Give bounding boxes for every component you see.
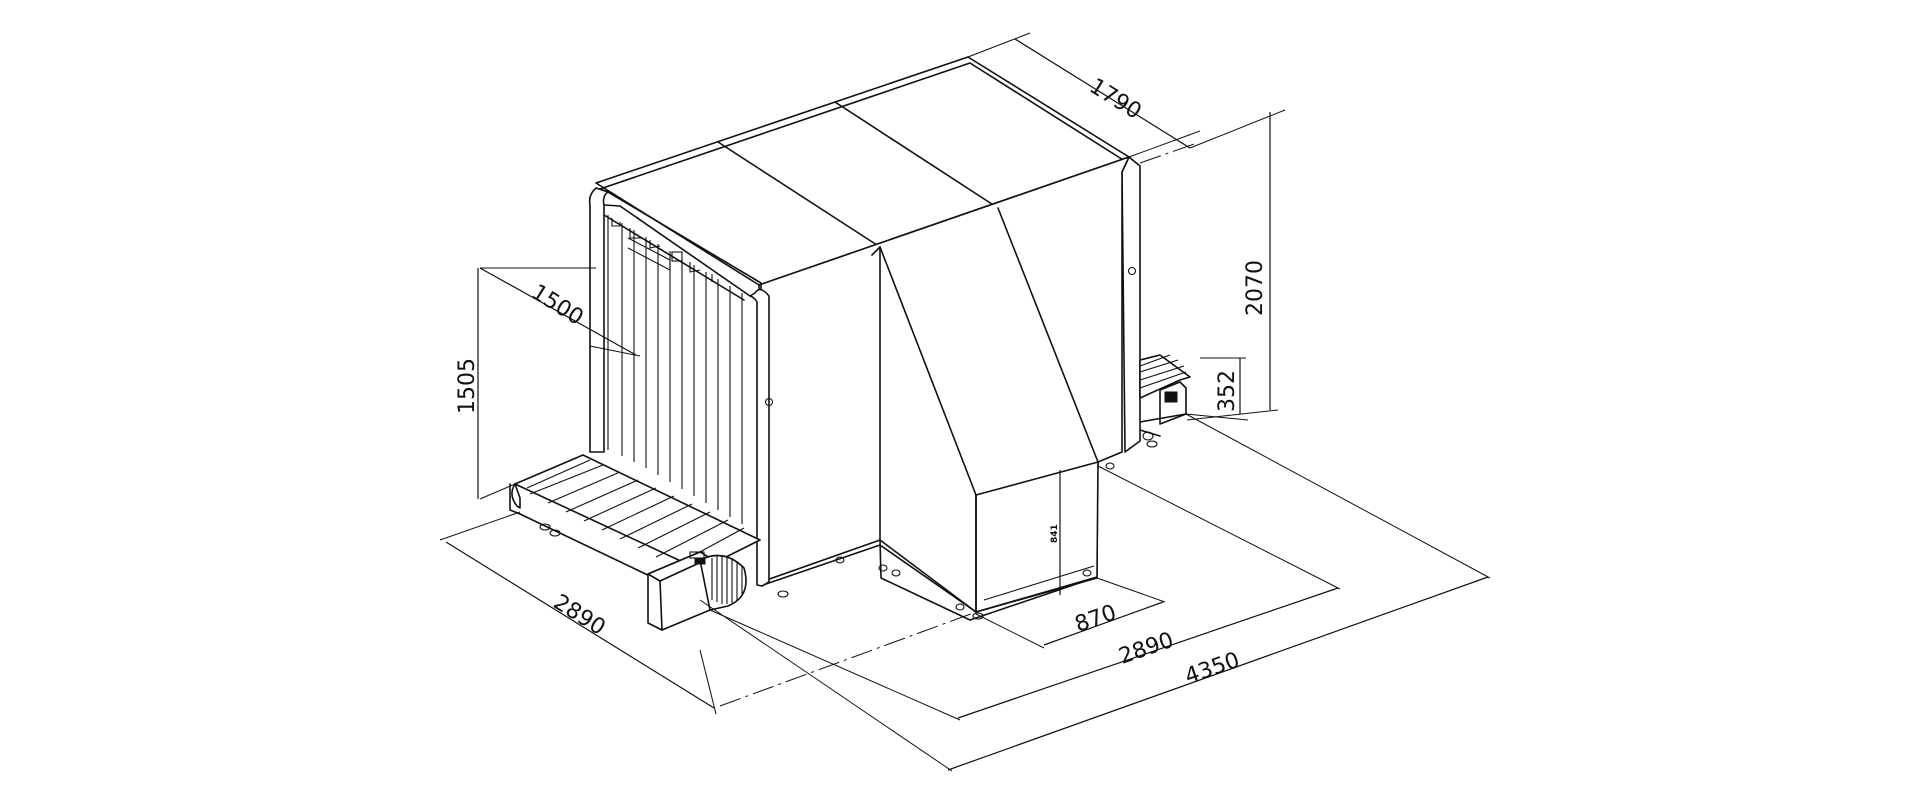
dim-label-body-length: 2890	[1116, 628, 1177, 670]
scanner-body	[595, 56, 1141, 621]
dim-label-height: 2070	[1243, 260, 1268, 316]
lead-curtain	[607, 215, 743, 524]
motor-fins	[711, 555, 743, 604]
motor-box	[647, 551, 747, 631]
tunnel-right-pillar	[749, 288, 770, 587]
dim-label-depth: 1790	[1085, 74, 1146, 125]
dim-label-inner-height: 841	[1050, 524, 1060, 543]
dim-label-tunnel-width: 1500	[527, 280, 588, 331]
tunnel-frame	[588, 187, 1137, 587]
exit-conveyor	[1139, 354, 1191, 448]
entry-conveyor	[509, 454, 1115, 620]
tunnel-left-pillar	[588, 187, 609, 453]
entry-conveyor-deck	[514, 454, 761, 571]
dimension-lines	[439, 32, 1491, 772]
dim-label-conveyor-height: 352	[1215, 370, 1240, 412]
dim-label-total-length: 4350	[1182, 648, 1243, 690]
dim-label-tunnel-height: 1505	[455, 358, 480, 414]
dim-label-conveyor-length: 2890	[549, 590, 610, 641]
dim-label-base-width: 870	[1072, 600, 1120, 637]
rear-end-panel	[1121, 156, 1141, 453]
